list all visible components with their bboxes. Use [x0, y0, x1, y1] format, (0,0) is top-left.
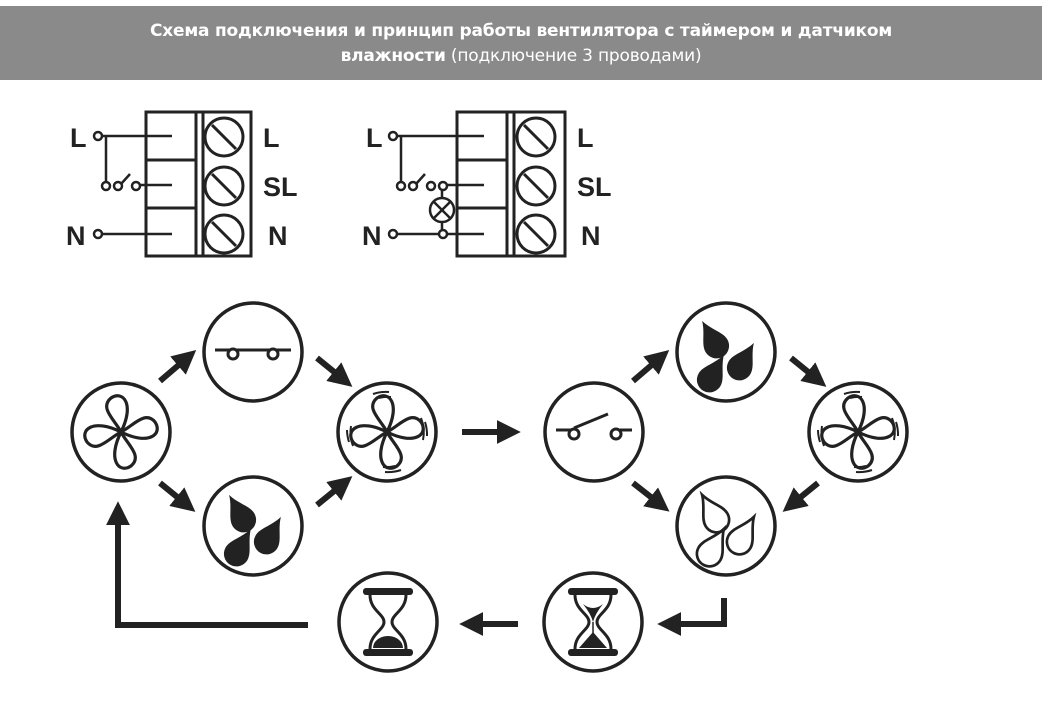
arrow-fan-to-low — [782, 480, 820, 512]
label-terminal-L: L — [263, 123, 280, 153]
terminal-dot — [387, 130, 399, 142]
hourglass-running-icon — [566, 586, 620, 658]
arrow-humidity-to-fan-2 — [789, 355, 827, 387]
terminal-screw-icon — [203, 116, 245, 158]
arrow-to-humidity-2 — [631, 349, 670, 384]
node-timer-running — [542, 571, 644, 673]
label-N-in: N — [362, 221, 382, 251]
terminal-screw-icon — [515, 213, 557, 255]
arrow-low-to-timer — [657, 598, 727, 636]
node-humidity-high — [202, 475, 304, 577]
title-bold-part: влажности — [340, 46, 446, 66]
switch-closed-icon — [215, 347, 291, 361]
switch-symbol-icon — [100, 180, 142, 192]
terminal-dot — [92, 130, 104, 142]
flow-left-cycle — [70, 301, 438, 577]
label-L-in: L — [70, 123, 87, 153]
node-fan-off — [70, 381, 172, 483]
terminal-screw-icon — [515, 165, 557, 207]
node-humidity-high-2 — [675, 301, 777, 403]
terminal-screw-icon — [515, 116, 557, 158]
arrow-switch-to-low — [631, 480, 670, 512]
node-humidity-low — [675, 475, 777, 577]
arrow-humidity-to-fan — [315, 476, 353, 508]
terminal-screw-icon — [203, 213, 245, 255]
label-terminal-SL: SL — [577, 172, 612, 202]
title-light-part: (подключение 3 проводами) — [450, 46, 702, 66]
label-terminal-L: L — [577, 123, 594, 153]
lamp-icon — [428, 196, 456, 224]
wiring-diagram-switch: L N L SL N — [66, 110, 298, 258]
arrow-switch-to-fan — [315, 355, 353, 387]
terminal-screw-icon — [203, 165, 245, 207]
arrow-to-humidity — [158, 480, 196, 512]
header-banner: Схема подключения и принцип работы венти… — [0, 6, 1042, 80]
node-switch-closed — [202, 301, 304, 403]
title-line-1: Схема подключения и принцип работы венти… — [149, 21, 893, 41]
terminal-dot — [92, 228, 104, 240]
label-terminal-SL: SL — [263, 172, 298, 202]
hourglass-finished-icon — [361, 586, 415, 658]
node-fan-running — [336, 381, 438, 483]
label-terminal-N: N — [268, 221, 288, 251]
switch-open-icon — [556, 412, 632, 441]
node-switch-open — [543, 381, 645, 483]
terminal-dot — [387, 228, 399, 240]
node-timer-finished — [337, 571, 439, 673]
arrow-loop-back — [106, 501, 308, 628]
switch-symbol-icon — [395, 180, 449, 240]
title-line-2: влажности (подключение 3 проводами) — [0, 44, 1042, 69]
label-terminal-N: N — [581, 221, 601, 251]
arrow-to-switch — [158, 349, 197, 384]
node-fan-running-2 — [807, 381, 909, 483]
label-L-in: L — [366, 123, 383, 153]
flow-right-cycle — [543, 301, 909, 577]
label-N-in: N — [66, 221, 86, 251]
wiring-diagram-switch-lamp: L N L SL N — [362, 110, 612, 258]
